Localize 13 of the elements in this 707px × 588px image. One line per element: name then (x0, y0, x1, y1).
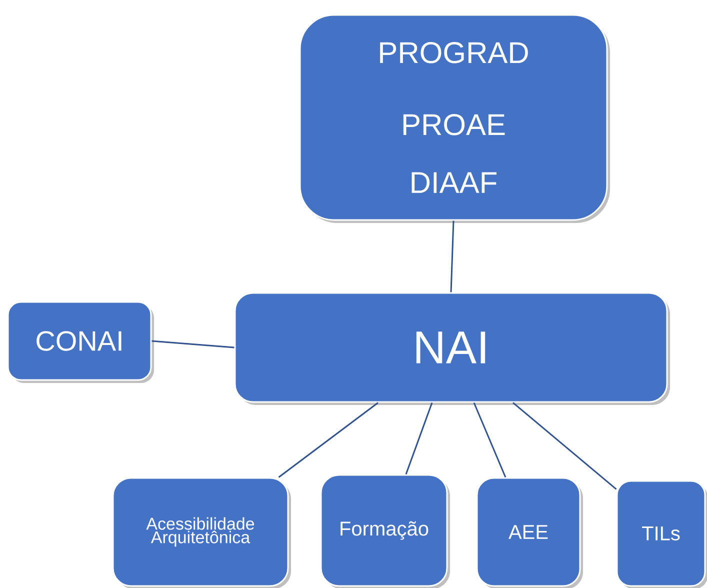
org-box: TILs (616, 480, 707, 588)
connector-line (512, 402, 617, 490)
org-box: PROGRAD PROAE DIAAF (299, 14, 610, 223)
connector-line (278, 402, 378, 478)
org-box: CONAI (7, 301, 154, 383)
org-box: Acessibilidade Arquitetônica (112, 477, 291, 588)
org-box: NAI (234, 292, 670, 405)
connector-line (473, 402, 506, 478)
org-box: Formação (320, 474, 450, 588)
connector-line (450, 220, 454, 292)
connector-line (152, 340, 234, 348)
connector-line (405, 402, 433, 474)
org-box: AEE (476, 477, 583, 588)
